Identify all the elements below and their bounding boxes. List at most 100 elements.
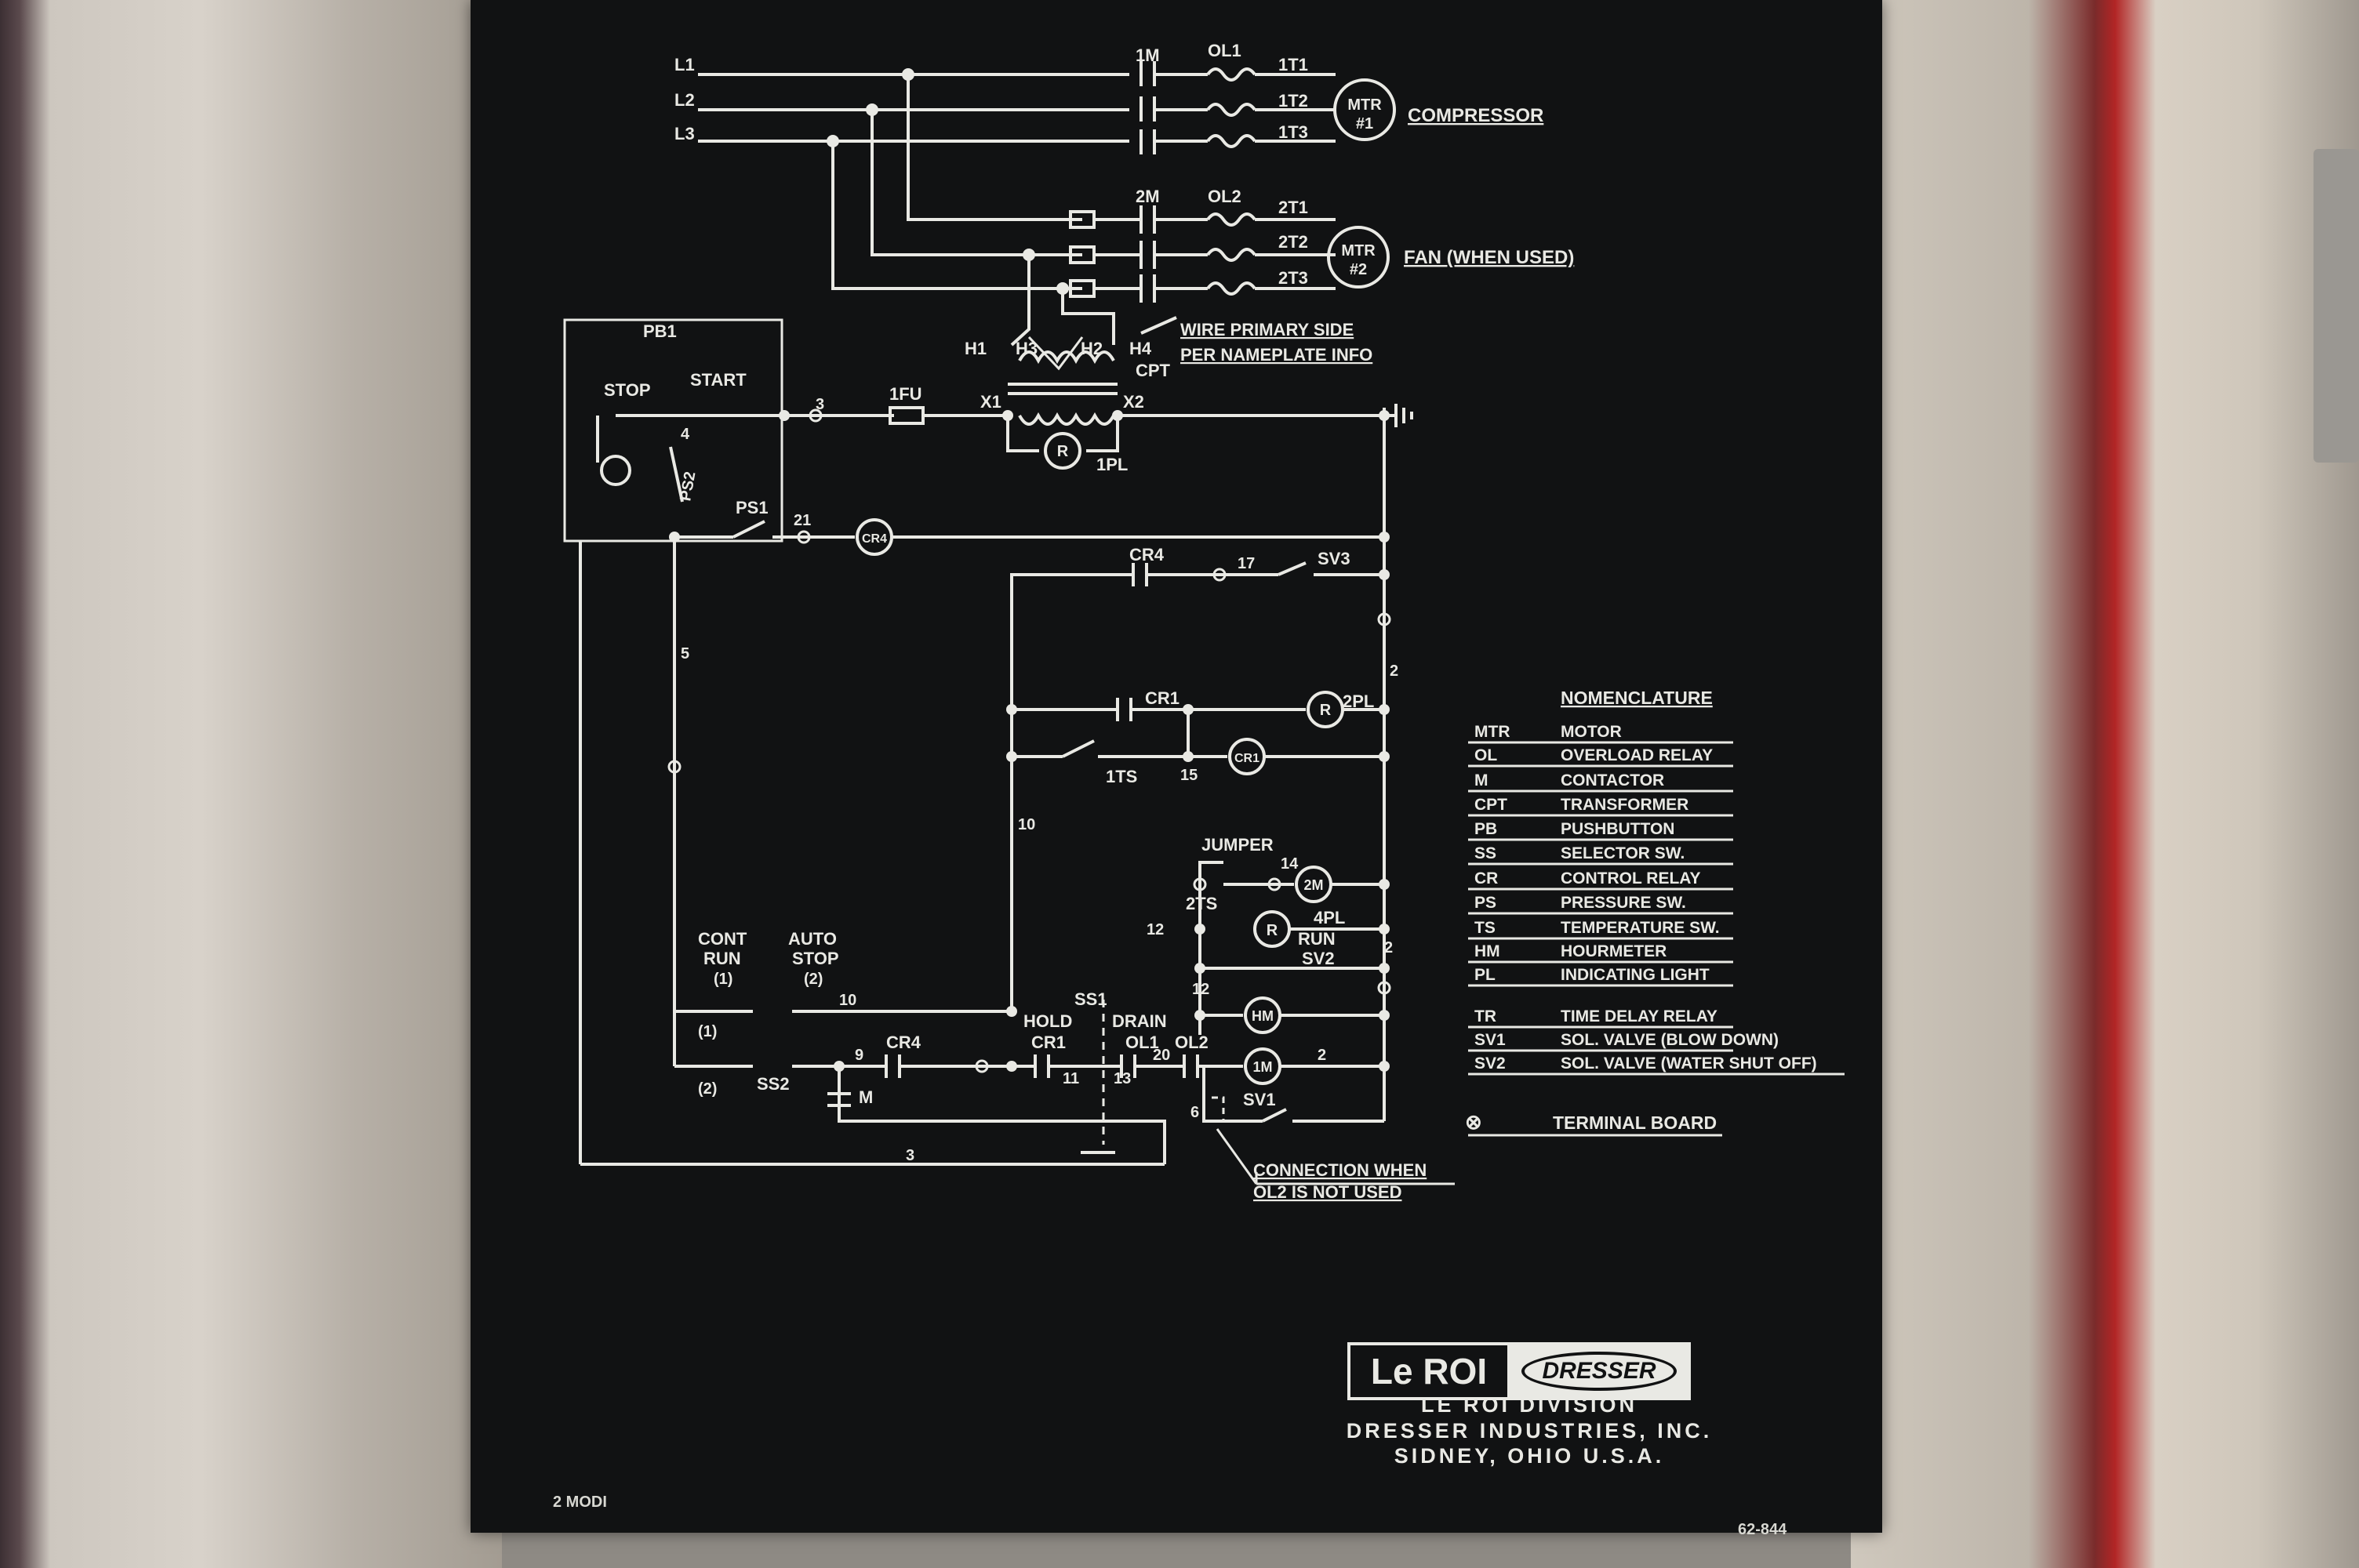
terminal-board-label: TERMINAL BOARD — [1553, 1112, 1717, 1133]
auto-stop-label: STOP — [792, 949, 839, 968]
line-label-1: L1 — [674, 55, 695, 74]
nomenclature-code: HM — [1474, 942, 1500, 960]
connection-note-1: CONNECTION WHEN — [1253, 1160, 1427, 1180]
wire-number: 11 — [1063, 1070, 1079, 1087]
sv2-label: SV2 — [1302, 949, 1335, 968]
wire-numbers: 3 4 21 5 17 2 15 10 14 12 9 11 13 20 6 3… — [681, 396, 1398, 1164]
nomenclature-code: SV1 — [1474, 1031, 1506, 1049]
cabinet-right-side — [1851, 0, 2359, 1568]
motor1-label-a: MTR — [1347, 96, 1382, 114]
motor1-label-b: #1 — [1356, 115, 1373, 132]
h3-label: H3 — [1016, 339, 1038, 358]
run-mode-label: RUN — [703, 949, 741, 968]
auto-label: AUTO — [788, 929, 837, 949]
term-2t3: 2T3 — [1278, 268, 1308, 288]
contactor-2m-label: 2M — [1136, 187, 1160, 206]
nomenclature-code: OL — [1474, 746, 1497, 764]
switch-pos-2: (2) — [698, 1080, 717, 1098]
switch-pos-1: (1) — [698, 1023, 717, 1040]
drain-label: DRAIN — [1112, 1011, 1167, 1031]
terminal-marks — [667, 408, 1391, 1073]
nomenclature-code: TR — [1474, 1007, 1496, 1025]
term-1t2: 1T2 — [1278, 91, 1308, 111]
wire-number: 21 — [794, 512, 811, 529]
sv1-label: SV1 — [1243, 1090, 1276, 1109]
nomenclature-code: SS — [1474, 844, 1496, 862]
junction-dots — [669, 410, 1390, 1072]
contactor-1m-label: 1M — [1136, 45, 1160, 65]
term-2t2: 2T2 — [1278, 232, 1308, 252]
nomenclature-code: SV2 — [1474, 1054, 1506, 1073]
footer-location: SIDNEY, OHIO U.S.A. — [1394, 1444, 1665, 1468]
cr1-coil-label: CR1 — [1234, 752, 1259, 765]
start-label: START — [690, 370, 747, 390]
terminal-board-icon: ⊗ — [1465, 1110, 1482, 1134]
fan-label: FAN (WHEN USED) — [1404, 247, 1574, 268]
line-label-2: L2 — [674, 90, 695, 110]
stop-label: STOP — [604, 380, 651, 400]
nomenclature-description: TIME DELAY RELAY — [1561, 1007, 1717, 1025]
ss1-label: SS1 — [1074, 989, 1107, 1009]
nomenclature-title: NOMENCLATURE — [1561, 688, 1713, 708]
compressor-label: COMPRESSOR — [1408, 105, 1543, 126]
nomenclature-code: PS — [1474, 894, 1496, 912]
hourmeter-coil: HM — [1252, 1008, 1274, 1024]
nomenclature-description: CONTACTOR — [1561, 771, 1664, 789]
ol2-contact-label: OL2 — [1175, 1033, 1209, 1052]
cont-label: CONT — [698, 929, 747, 949]
wire-number: 6 — [1190, 1104, 1199, 1121]
lamp-4pl-r: R — [1267, 922, 1278, 939]
wire-number: 12 — [1192, 981, 1209, 998]
h1-label: H1 — [965, 339, 987, 358]
nomenclature-code: CPT — [1474, 796, 1507, 814]
footer-division: LE ROI DIVISION — [1420, 1393, 1638, 1417]
motor2-label-b: #2 — [1350, 261, 1367, 278]
nomenclature-code: CR — [1474, 869, 1498, 887]
sv3-label: SV3 — [1318, 549, 1350, 568]
ol2-label: OL2 — [1208, 187, 1241, 206]
term-1t1: 1T1 — [1278, 55, 1308, 74]
wire-number: 9 — [855, 1047, 863, 1064]
ol1-contact-label: OL1 — [1125, 1033, 1159, 1052]
position-2-label: (2) — [804, 971, 823, 988]
power-lines — [698, 61, 1396, 303]
wire-number: 12 — [1147, 921, 1164, 938]
le-roi-logo: Le ROI DRESSER — [1347, 1342, 1691, 1400]
wire-number: 2 — [1390, 662, 1398, 680]
cabinet-left-side — [0, 0, 502, 1568]
part-number: 62-844 — [1738, 1521, 1787, 1538]
wire-number: 10 — [1018, 816, 1035, 833]
nomenclature-code: TS — [1474, 919, 1496, 937]
m-contact-label: M — [859, 1087, 873, 1107]
x2-label: X2 — [1123, 392, 1144, 412]
hold-label: HOLD — [1023, 1011, 1072, 1031]
contactor-1m-coil: 1M — [1252, 1059, 1272, 1075]
wire-number: 2 — [1384, 939, 1393, 956]
wire-note-1: WIRE PRIMARY SIDE — [1180, 320, 1354, 339]
logo-le-roi-text: Le ROI — [1350, 1345, 1510, 1397]
wire-number: 4 — [681, 426, 690, 443]
cr1-bottom-label: CR1 — [1031, 1033, 1066, 1052]
wire-number: 14 — [1281, 855, 1299, 873]
lamp-2pl-label: 2PL — [1343, 691, 1374, 711]
jumper-label: JUMPER — [1201, 835, 1274, 855]
revision-label: 2 MODI — [553, 1494, 607, 1511]
cr4-coil-label: CR4 — [862, 532, 887, 546]
ps2-label: PS2 — [677, 470, 699, 503]
lamp-1pl-r: R — [1057, 443, 1069, 460]
nomenclature-code: PB — [1474, 820, 1497, 838]
wire-number: 13 — [1114, 1070, 1131, 1087]
term-2t1: 2T1 — [1278, 198, 1308, 217]
electrical-box — [2314, 149, 2359, 463]
wire-number: 3 — [816, 396, 824, 413]
wire-number: 17 — [1238, 555, 1255, 572]
footer-company: DRESSER INDUSTRIES, INC. — [1346, 1419, 1713, 1443]
contactor-2m-coil: 2M — [1303, 877, 1323, 893]
fuse-label: 1FU — [889, 384, 922, 404]
wire-number: 2 — [1318, 1047, 1326, 1064]
nomenclature-description: PRESSURE SW. — [1561, 894, 1686, 912]
ps1-label: PS1 — [736, 498, 769, 517]
h4-label: H4 — [1129, 339, 1152, 358]
